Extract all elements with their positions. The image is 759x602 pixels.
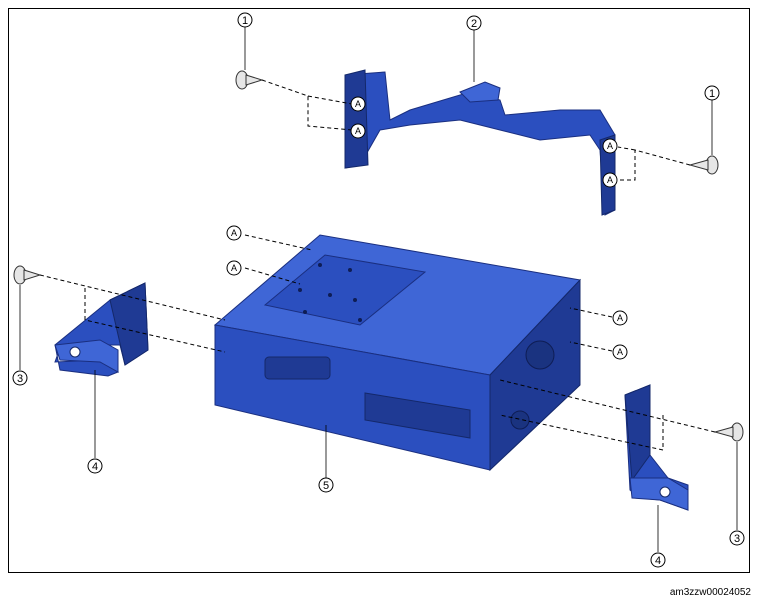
ref-mark: A bbox=[226, 260, 242, 276]
bolt-3-right bbox=[713, 422, 744, 442]
svg-text:3: 3 bbox=[734, 533, 740, 545]
ref-mark: A bbox=[226, 225, 242, 241]
ref-mark: A bbox=[350, 123, 366, 139]
bolt-3-left bbox=[13, 265, 42, 285]
callout-leaders bbox=[19, 27, 738, 552]
callout-3-right: 3 bbox=[729, 530, 745, 546]
image-id-label: am3zzw00024052 bbox=[669, 587, 751, 598]
svg-text:A: A bbox=[355, 126, 361, 136]
callout-5: 5 bbox=[318, 477, 334, 493]
svg-text:4: 4 bbox=[92, 461, 98, 473]
svg-text:A: A bbox=[617, 313, 623, 323]
ref-mark: A bbox=[350, 96, 366, 112]
svg-text:1: 1 bbox=[709, 88, 715, 100]
svg-text:5: 5 bbox=[323, 480, 329, 492]
dashed-lead-lines bbox=[39, 79, 716, 451]
callout-4-right: 4 bbox=[650, 552, 666, 568]
svg-text:A: A bbox=[617, 347, 623, 357]
callout-2: 2 bbox=[466, 15, 482, 31]
svg-text:A: A bbox=[355, 99, 361, 109]
audio-unit-body bbox=[213, 234, 582, 472]
svg-text:4: 4 bbox=[655, 555, 661, 567]
ref-mark: A bbox=[612, 344, 628, 360]
svg-text:A: A bbox=[607, 175, 613, 185]
callout-4-left: 4 bbox=[87, 458, 103, 474]
ref-mark: A bbox=[602, 138, 618, 154]
callout-1-right: 1 bbox=[704, 85, 720, 101]
left-bracket bbox=[54, 282, 149, 377]
svg-text:1: 1 bbox=[242, 15, 248, 27]
svg-text:A: A bbox=[231, 228, 237, 238]
svg-text:A: A bbox=[607, 141, 613, 151]
upper-bracket bbox=[344, 69, 616, 216]
svg-text:2: 2 bbox=[471, 18, 477, 30]
ref-mark: A bbox=[612, 310, 628, 326]
svg-text:3: 3 bbox=[17, 373, 23, 385]
bolt-1-left bbox=[235, 70, 264, 90]
bolt-1-right bbox=[688, 155, 719, 175]
svg-text:A: A bbox=[231, 263, 237, 273]
ref-mark: A bbox=[602, 172, 618, 188]
callout-1-left: 1 bbox=[237, 12, 253, 28]
right-bracket bbox=[624, 384, 689, 511]
ref-marks: A A A A A A A A bbox=[226, 96, 628, 360]
callout-3-left: 3 bbox=[12, 370, 28, 386]
